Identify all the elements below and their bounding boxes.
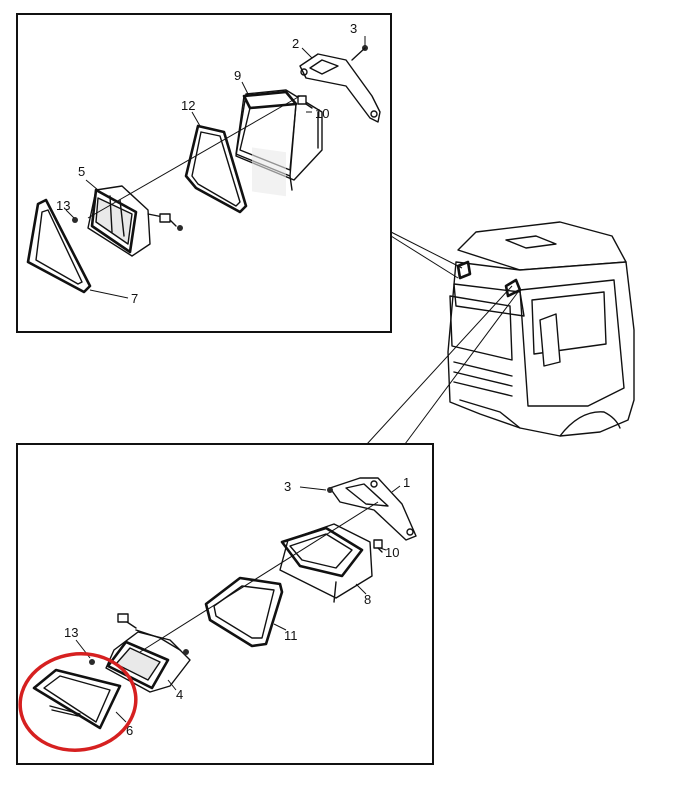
callout-13-bottom: 13 xyxy=(64,625,78,640)
clip-part-10-bottom xyxy=(373,539,383,553)
callout-3-bottom: 3 xyxy=(284,479,291,494)
housing-part-9 xyxy=(235,89,323,197)
callout-5-top: 5 xyxy=(78,164,85,179)
screw-part-13-bottom xyxy=(89,659,95,665)
callout-12-top: 12 xyxy=(181,98,195,113)
callout-9-top: 9 xyxy=(234,68,241,83)
screw-part-3 xyxy=(351,45,368,61)
clip-part-10 xyxy=(297,95,313,109)
bracket-part-2 xyxy=(299,53,381,123)
gasket-part-11 xyxy=(204,576,284,648)
callout-6-bottom: 6 xyxy=(126,723,133,738)
callout-7-top: 7 xyxy=(131,291,138,306)
lens-part-6 xyxy=(32,668,122,730)
connector-lines xyxy=(366,231,519,445)
callout-10-bottom: 10 xyxy=(385,545,399,560)
bottom-detail-panel: 3 1 10 8 11 13 4 6 xyxy=(16,443,434,765)
callout-10-top: 10 xyxy=(315,106,329,121)
lens-part-7 xyxy=(26,198,92,294)
housing-part-8 xyxy=(279,523,373,603)
callout-3-top: 3 xyxy=(350,21,357,36)
lamp-part-5 xyxy=(87,185,183,257)
callout-2-top: 2 xyxy=(292,36,299,51)
screw-part-3-bottom xyxy=(327,487,333,493)
highlight-circle xyxy=(18,652,138,752)
bracket-part-1 xyxy=(329,477,417,541)
screw-part-13 xyxy=(72,217,78,223)
callout-1-bottom: 1 xyxy=(403,475,410,490)
gasket-part-12 xyxy=(184,124,248,214)
callout-4-bottom: 4 xyxy=(176,687,183,702)
callout-11-bottom: 11 xyxy=(284,628,298,643)
callout-8-bottom: 8 xyxy=(364,592,371,607)
truck-cab-illustration xyxy=(447,221,635,437)
top-detail-panel: 3 2 9 10 12 5 13 7 xyxy=(16,13,392,333)
callout-13-top: 13 xyxy=(56,198,70,213)
lamp-part-4 xyxy=(105,613,191,693)
